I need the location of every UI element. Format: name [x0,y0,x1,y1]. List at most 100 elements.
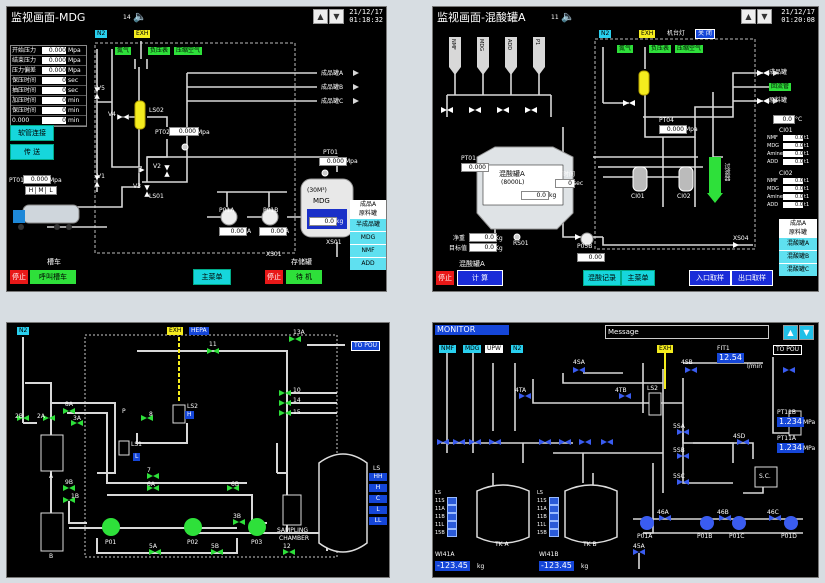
pump-p01a-label: P01A [637,533,653,540]
machine-light-off-button[interactable]: 关 闭 [695,29,715,39]
scroll-up-button[interactable]: ▲ [783,325,798,340]
valve-5sa-label: 5SA [673,423,685,430]
target-value: 0.0 [469,243,497,252]
tank-b-label: TK B [583,541,597,548]
pt01-label: PT01 [323,149,338,156]
supply-piping-diagram [17,334,368,558]
scroll-up-button[interactable]: ▲ [313,9,328,24]
sc-label: S.C. [759,473,771,480]
wi41a-value: -123.45 [435,561,470,571]
level-l-tag: L [133,453,141,461]
storage-standby-button[interactable]: 待 机 [286,270,322,284]
target-label: 目标值 [449,245,468,252]
truck-label: 槽车 [47,258,61,266]
main-menu-button[interactable]: 主菜单 [621,270,655,286]
page-title: 监视画面-MDG [11,11,86,24]
level-switch-indicator [549,497,559,505]
send-button[interactable]: 传 送 [10,144,54,160]
valve-6a-label: 6A [147,481,155,488]
compressed-air-tag: 压缩空气 [675,45,704,53]
pt11a-label: PT11A [777,435,797,442]
to-pou-label: TO POU [773,345,803,355]
valve-2a-label: 2A [37,413,45,420]
inlet-sample-button[interactable]: 入口取样 [689,270,731,286]
main-menu-button[interactable]: 主菜单 [193,269,231,285]
parameter-unit: sec [68,77,79,84]
temperature-unit: °C [795,116,803,123]
ls2-label: LS2 [187,403,198,410]
parameter-unit: Mpa [68,47,81,54]
hepa-tag: HEPA [189,327,209,335]
speaker-icon[interactable]: 🔈 [133,10,147,23]
level-switch-label: 11A [537,506,547,512]
monitor-piping-diagram [437,349,803,569]
pt04-value: 0.000 [659,125,687,134]
tab-product-a[interactable]: 成品A [779,219,817,228]
level-switch-indicator [447,497,457,505]
feed-nmf-label: NMF [450,39,456,50]
scroll-down-button[interactable]: ▼ [799,325,814,340]
clock: 21/12/17 01:18:32 [349,8,383,24]
tab-raw-tank[interactable]: 原料罐 [779,228,817,237]
panel-chemical-supply-diagram: N2 EXH HEPA TO POU 2B 2A 8A 3A 11 13A 10… [6,322,390,578]
stop-button[interactable]: 停止 [436,271,454,285]
hose-connect-button[interactable]: 软管连接 [10,125,54,141]
storage-stop-button[interactable]: 停止 [265,270,283,284]
tank-level-value: 0.0 [309,217,337,226]
scroll-down-button[interactable]: ▼ [329,9,344,24]
call-truck-button[interactable]: 呼叫槽车 [30,270,76,284]
p-gauge-label: P [122,408,126,415]
tab-add[interactable]: ADD [350,257,386,270]
tab-mix-tank-a[interactable]: 混酸罐A [779,237,817,250]
outlet-sample-button[interactable]: 出口取样 [731,270,773,286]
ci-row-value: 0.0 [783,151,803,157]
ls1-label: LS1 [131,441,142,448]
ci-row-key: Amine [767,151,783,157]
storage-tank-label: 存储罐 [291,258,312,266]
ls-label: LS [373,465,381,472]
truck-stop-button[interactable]: 停止 [10,270,28,284]
xs01b-label: XS01 [266,251,282,258]
level-switch-row: 11S [435,497,459,505]
level-hh-tag: H [185,411,194,419]
valve-15-label: 15 [293,409,301,416]
tab-semi-product[interactable]: 半成品罐 [350,218,386,231]
output-return-line: 回流管 [769,83,792,91]
tab-mdg[interactable]: MDG [350,231,386,244]
parameter-label: 结束压力 [12,57,37,64]
tab-nmf[interactable]: NMF [350,244,386,257]
tank-a-label: TK A [495,541,509,548]
parameter-value: 0.000 [42,47,66,54]
pt01-unit: Mpa [345,158,358,165]
valve-5a-label: 5A [149,543,157,550]
valve-label-v1: V1 [97,173,105,180]
level-switch-row: 11B [537,513,561,521]
xs04-label: XS04 [733,235,749,242]
xs01-label: XS01 [326,239,342,246]
scroll-up-button[interactable]: ▲ [741,9,756,24]
valve-label-v3: V3 [133,183,141,190]
feed-p1-label: P1 [534,39,540,46]
level-switch-row: 11A [537,505,561,513]
exh-tag: EXH [657,345,674,353]
mix-record-button[interactable]: 混酸记录 [583,270,621,286]
level-switch-label: 11B [435,514,445,520]
tab-product-a[interactable]: 成品A [350,200,386,209]
pump-p01a-unit: A [247,228,252,235]
valve-7-label: 7 [147,467,151,474]
calculate-button[interactable]: 计 算 [457,270,503,286]
scroll-down-button[interactable]: ▼ [757,9,772,24]
level-hh-button: HH [369,473,387,481]
output-raw-tank: 原料罐 [769,97,788,104]
ci01-label: CI01 [631,193,645,200]
date-display: 21/12/17 [781,8,815,16]
tab-mix-tank-c[interactable]: 混酸罐C [779,263,817,276]
tab-raw-tank[interactable]: 原料罐 [350,209,386,218]
exh-tag: EXH [639,30,656,38]
tab-mix-tank-b[interactable]: 混酸罐B [779,250,817,263]
speaker-icon[interactable]: 🔈 [561,10,575,23]
